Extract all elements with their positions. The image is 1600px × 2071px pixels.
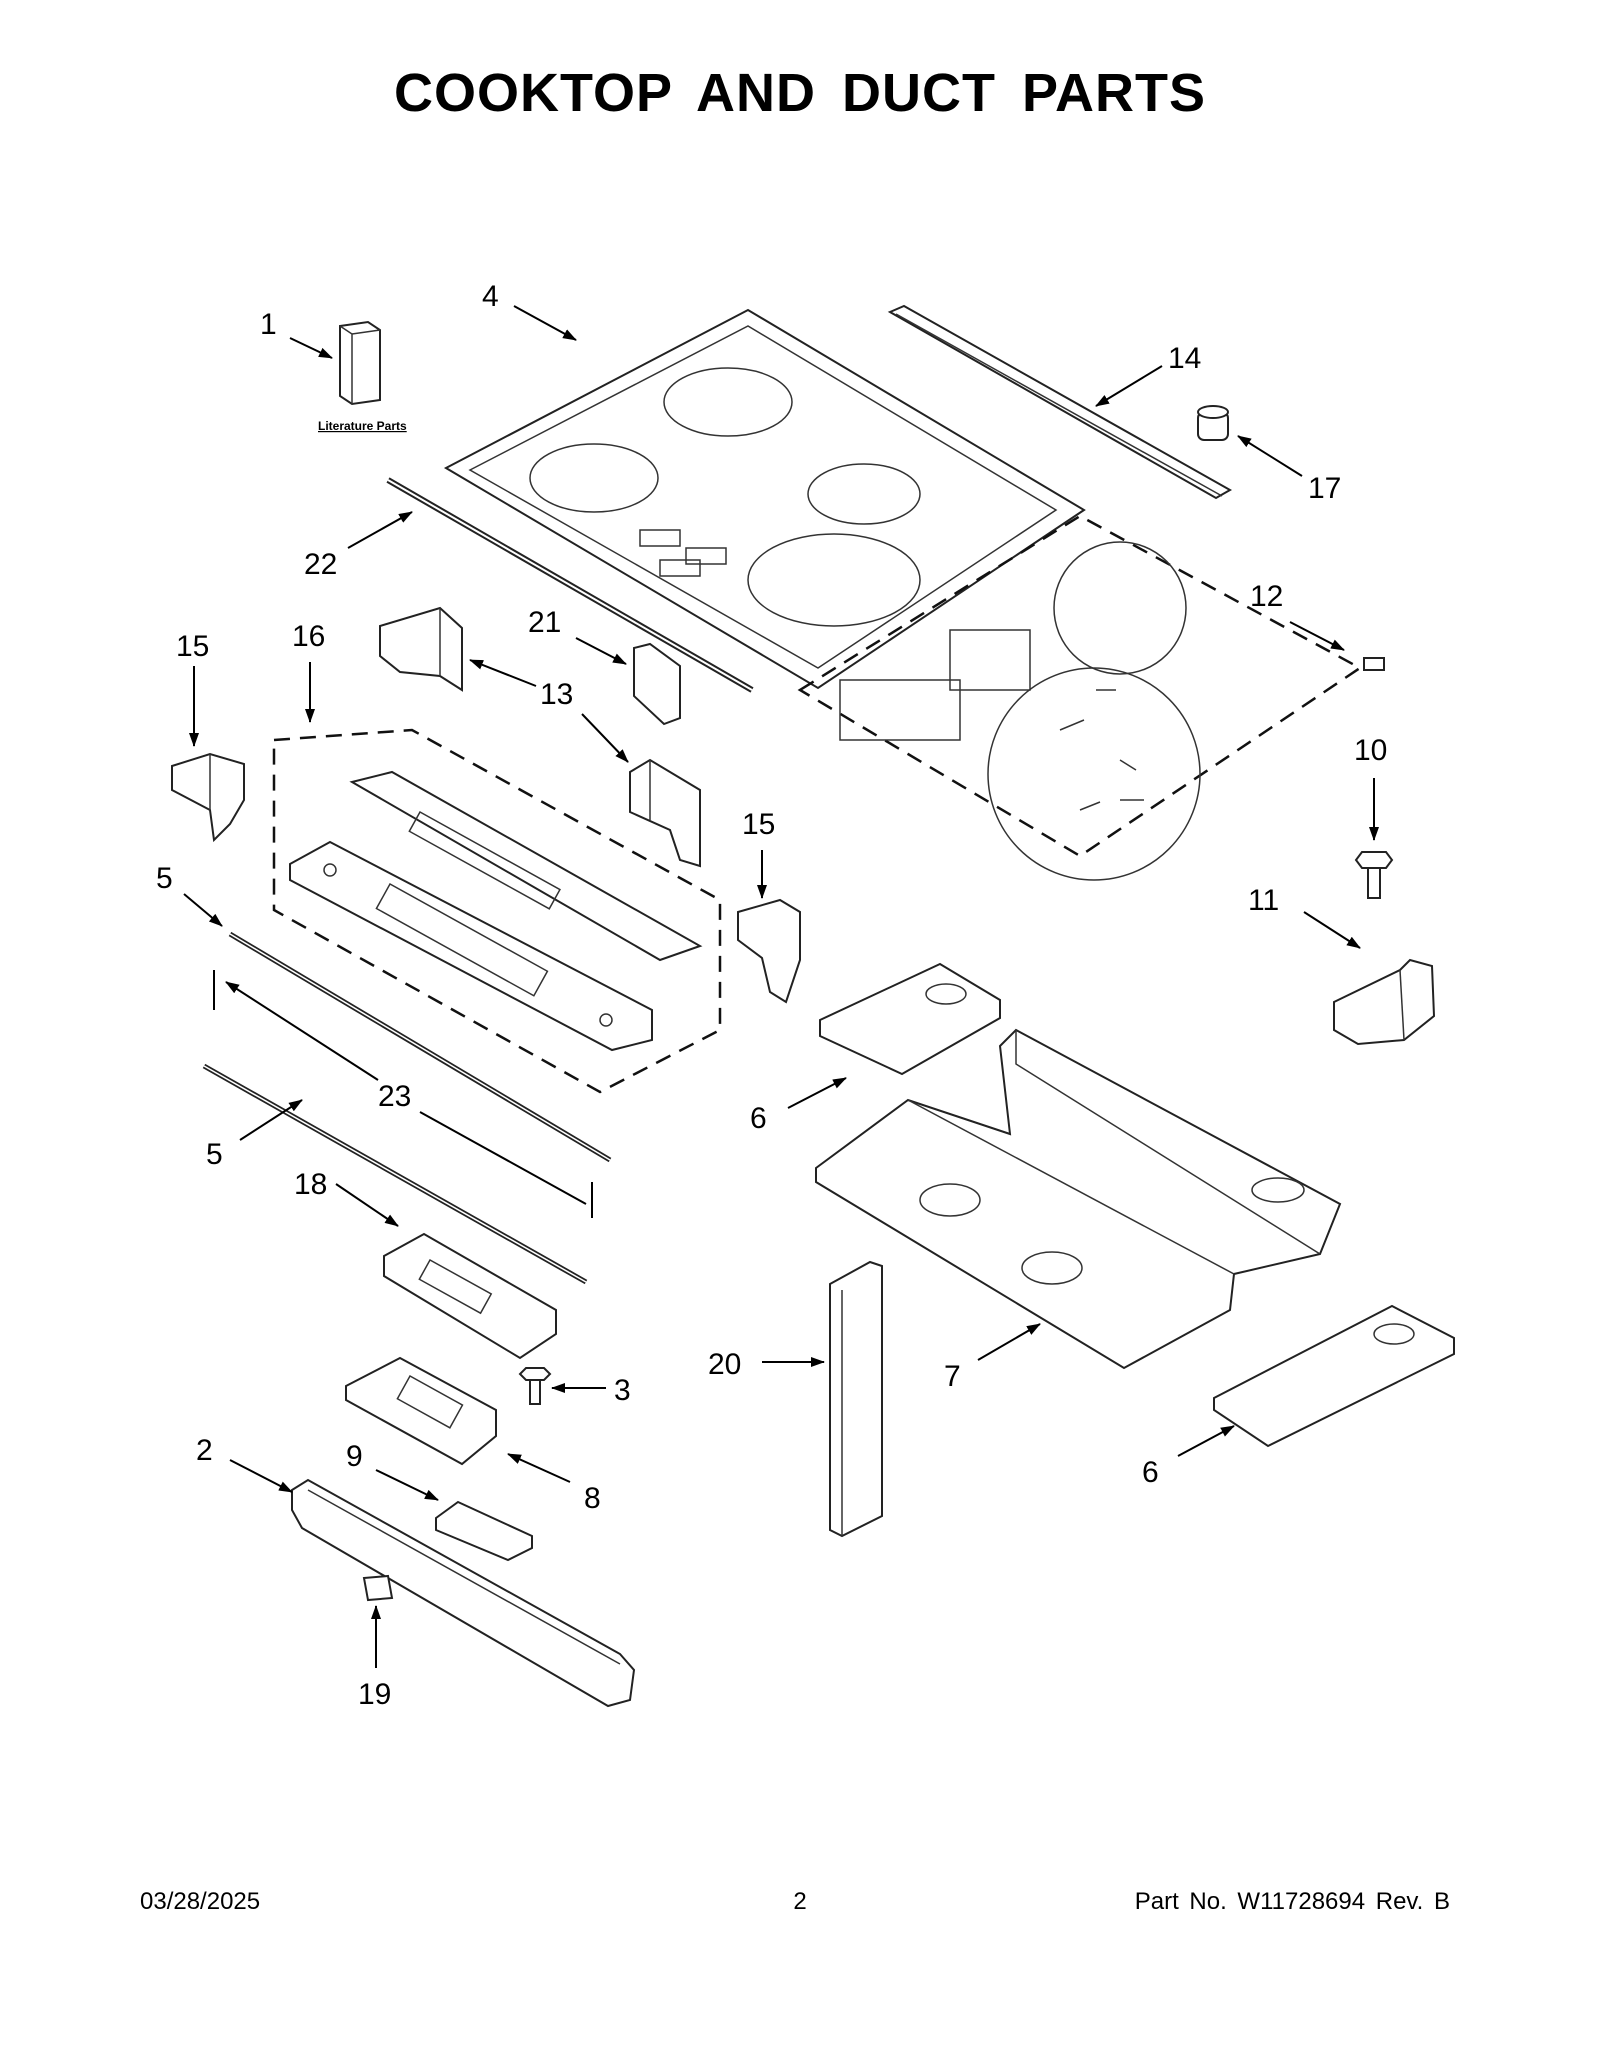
callout-15-right: 15 xyxy=(742,808,775,841)
shield-plate xyxy=(435,1500,533,1562)
rear-vent-trim xyxy=(887,304,1233,500)
callout-15-left: 15 xyxy=(176,630,209,663)
footer-part-number: Part No. W11728694 Rev. B xyxy=(1134,1888,1450,1915)
literature-parts-label: Literature Parts xyxy=(318,419,407,433)
callout-19: 19 xyxy=(358,1678,391,1711)
callout-23: 23 xyxy=(378,1080,411,1113)
callout-1: 1 xyxy=(260,308,277,341)
callout-22: 22 xyxy=(304,548,337,581)
induction-coil-assembly xyxy=(797,514,1363,881)
screw-10 xyxy=(1354,851,1394,899)
lower-trim xyxy=(291,1478,636,1708)
callout-6-upper: 6 xyxy=(750,1102,767,1135)
callout-labels: 1 4 14 17 22 12 15 16 21 13 10 15 11 5 2… xyxy=(156,280,1387,1711)
board-bracket xyxy=(345,1356,497,1466)
callout-5-upper: 5 xyxy=(156,862,173,895)
callout-14: 14 xyxy=(1168,342,1201,375)
callout-18: 18 xyxy=(294,1168,327,1201)
mounting-bracket-upper xyxy=(379,606,463,692)
trim-strip-upper xyxy=(228,931,612,1163)
control-board xyxy=(383,1232,557,1360)
side-panel xyxy=(829,1260,883,1538)
mounting-bracket-lower xyxy=(629,758,701,868)
callout-6-lower: 6 xyxy=(1142,1456,1159,1489)
callout-11: 11 xyxy=(1248,884,1279,917)
callout-2: 2 xyxy=(196,1434,213,1467)
duct-cover-upper xyxy=(819,962,1001,1076)
duct-cover-lower xyxy=(1213,1304,1455,1448)
side-bracket-left xyxy=(171,752,245,843)
trim-strip-lower xyxy=(202,1063,588,1285)
control-panel-assembly xyxy=(272,728,722,1094)
callout-12: 12 xyxy=(1250,580,1283,613)
screw-3 xyxy=(518,1367,552,1405)
leveling-foot xyxy=(362,1574,394,1602)
callout-20: 20 xyxy=(708,1348,741,1381)
leader-lines xyxy=(183,305,1379,1668)
duct-tray xyxy=(815,1028,1342,1370)
page-title: COOKTOP AND DUCT PARTS xyxy=(393,63,1207,123)
sensor xyxy=(1363,657,1385,671)
callout-9: 9 xyxy=(346,1440,363,1473)
bumper xyxy=(1197,405,1229,441)
cooktop-seal xyxy=(386,477,754,693)
callout-5-lower: 5 xyxy=(206,1138,223,1171)
literature-parts: Literature Parts xyxy=(318,320,407,433)
side-bracket-right xyxy=(737,898,801,1004)
callout-3: 3 xyxy=(614,1374,631,1407)
cooktop-glass xyxy=(443,308,1086,690)
callout-13: 13 xyxy=(540,678,573,711)
bracket-21 xyxy=(633,642,681,726)
callout-10: 10 xyxy=(1354,734,1387,767)
callout-21: 21 xyxy=(528,606,561,639)
footer-page-number: 2 xyxy=(793,1888,807,1915)
callout-16: 16 xyxy=(292,620,325,653)
bracket-11 xyxy=(1333,958,1436,1046)
callout-8: 8 xyxy=(584,1482,601,1515)
footer-date: 03/28/2025 xyxy=(140,1888,261,1915)
callout-7: 7 xyxy=(944,1360,961,1393)
callout-17: 17 xyxy=(1308,472,1341,505)
callout-4: 4 xyxy=(482,280,499,313)
